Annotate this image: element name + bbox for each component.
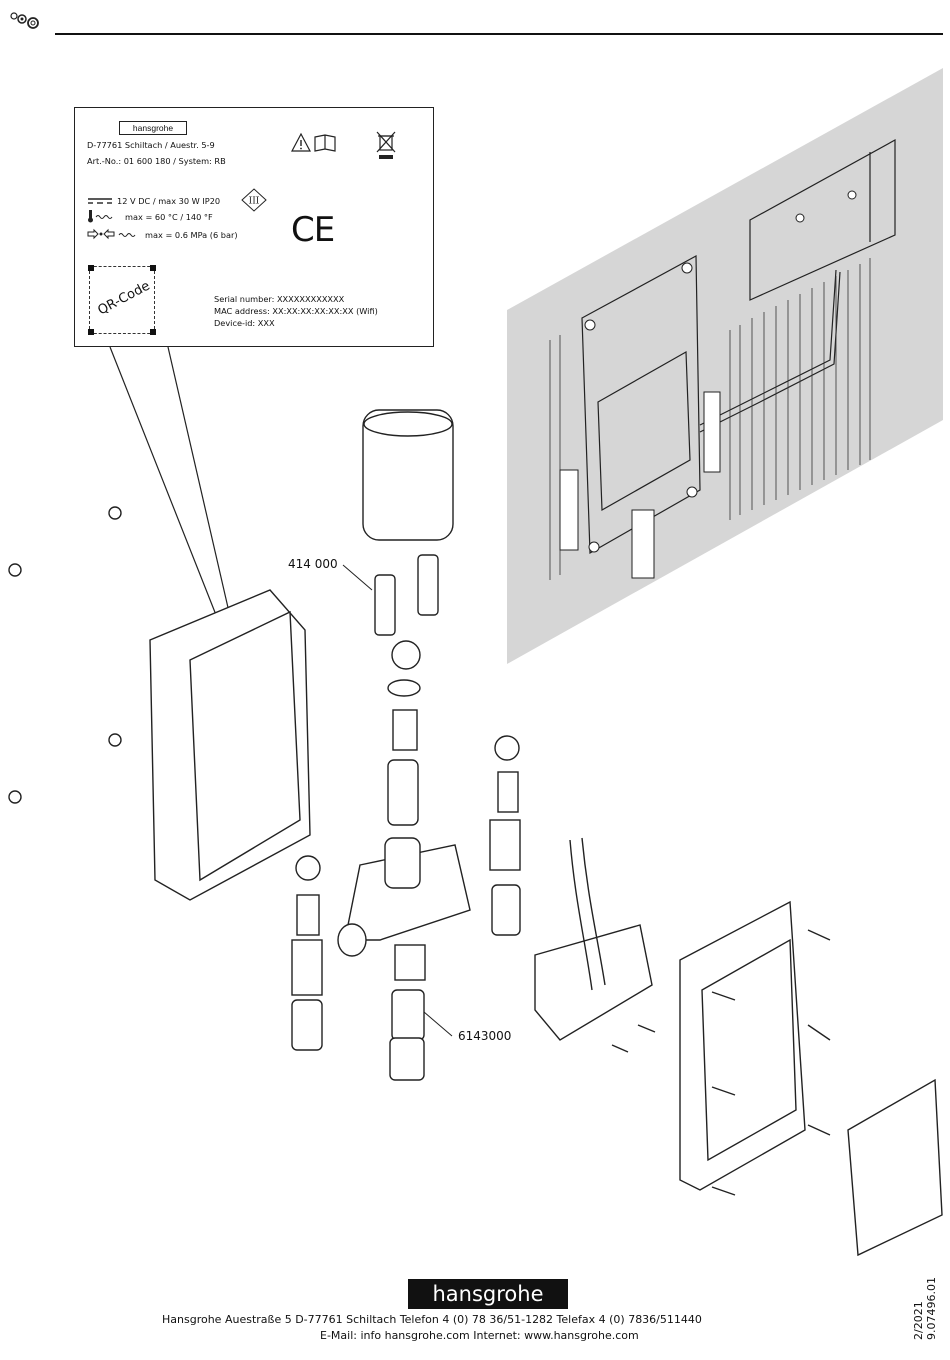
class-iii-text: III [249, 197, 260, 207]
label-pressure: max = 0.6 MPa (6 bar) [145, 230, 238, 240]
pressure-icon [87, 228, 143, 240]
label-brand: hansgrohe [119, 121, 187, 135]
tools-icon [8, 10, 48, 34]
footer-email-line: E-Mail: info hansgrohe.com Internet: www… [320, 1329, 639, 1342]
label-temperature: max = 60 °C / 140 °F [125, 212, 213, 222]
ce-mark: CE [291, 210, 335, 250]
dc-symbol-icon [87, 196, 113, 206]
document-code: 2/2021 9.07496.01 [912, 1277, 938, 1340]
part-number-414000: 414 000 [288, 557, 338, 571]
warning-manual-icon [291, 132, 339, 154]
label-article: Art.-No.: 01 600 180 / System: RB [87, 156, 226, 166]
label-device-id: Device-id: XXX [214, 318, 275, 328]
label-mac: MAC address: XX:XX:XX:XX:XX:XX (Wifi) [214, 306, 378, 316]
footer-logo: hansgrohe [408, 1279, 568, 1309]
installation-drawing-panel [507, 68, 943, 664]
class-iii-icon: III [241, 188, 267, 212]
weee-bin-icon [375, 130, 397, 162]
header-rule [55, 33, 943, 35]
exploded-view-drawing [8, 409, 943, 1257]
label-power: 12 V DC / max 30 W IP20 [117, 196, 221, 206]
footer-contact-line: Hansgrohe Auestraße 5 D-77761 Schiltach … [162, 1313, 702, 1326]
callout-lines [109, 346, 233, 626]
document-number: 9.07496.01 [925, 1277, 938, 1340]
document-date: 2/2021 [912, 1301, 925, 1340]
qr-code-placeholder: QR-Code [88, 265, 156, 335]
part-number-6143000: 6143000 [458, 1029, 512, 1043]
label-serial: Serial number: XXXXXXXXXXXX [214, 294, 345, 304]
thermometer-icon [87, 209, 117, 223]
rating-label: hansgrohe D-77761 Schiltach / Auestr. 5-… [74, 107, 434, 347]
label-address: D-77761 Schiltach / Auestr. 5-9 [87, 140, 215, 150]
